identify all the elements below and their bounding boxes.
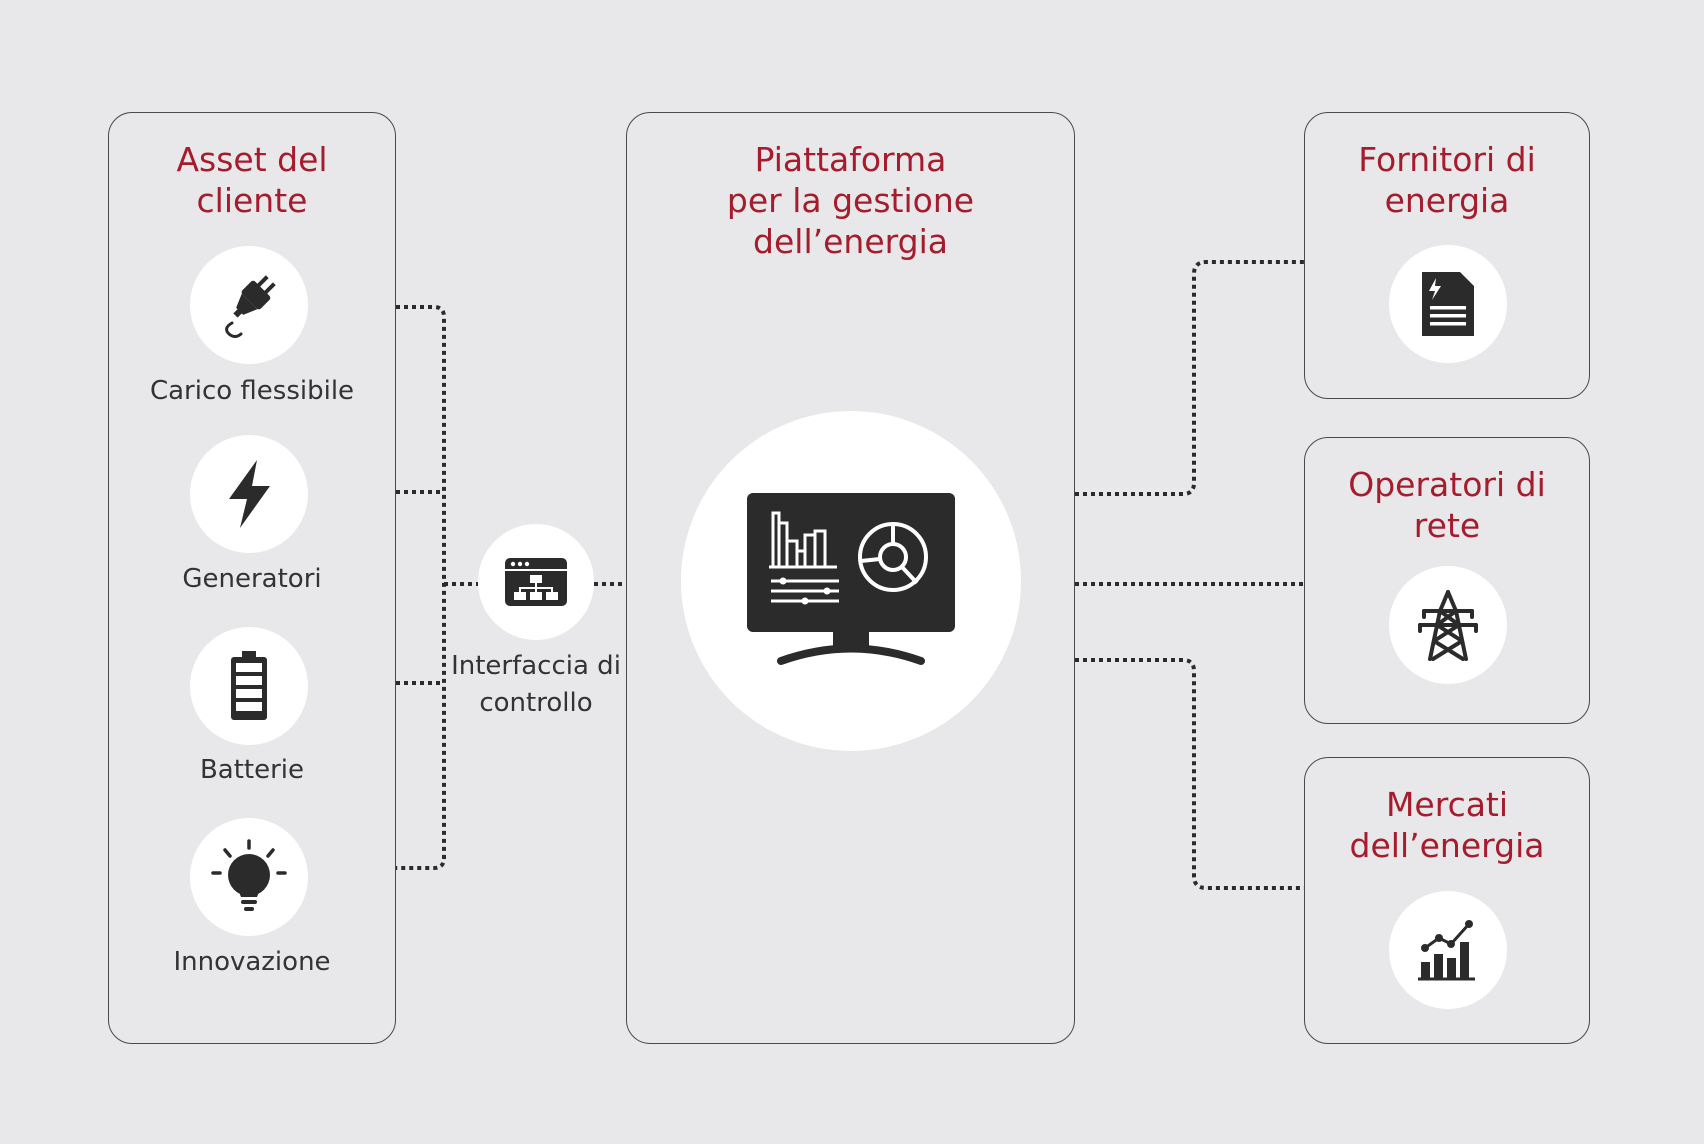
control-interface-label: Interfaccia di controllo <box>448 648 624 722</box>
energy-suppliers-title: Fornitori di energia <box>1305 139 1589 221</box>
grid-operators-panel: Operatori di rete <box>1304 437 1590 724</box>
energy-markets-title-line1: Mercati <box>1385 785 1509 824</box>
energy-markets-title: Mercati dell’energia <box>1305 784 1589 866</box>
energy-platform-title: Piattaforma per la gestione dell’energia <box>627 139 1074 262</box>
lightning-icon-circle <box>190 435 308 553</box>
generatori-label: Generatori <box>182 564 322 594</box>
lightbulb-icon-circle <box>190 818 308 936</box>
control-interface-label-line2: controllo <box>479 688 593 718</box>
control-interface-label-line1: Interfaccia di <box>451 651 621 681</box>
energy-suppliers-panel: Fornitori di energia <box>1304 112 1590 399</box>
battery-icon-circle <box>190 627 308 745</box>
connector-carico <box>396 305 446 870</box>
energy-markets-title-line2: dell’energia <box>1349 826 1545 865</box>
customer-assets-title: Asset del cliente <box>109 139 395 221</box>
sitemap-window-icon <box>505 558 567 606</box>
grid-operators-title-line1: Operatori di <box>1348 465 1546 504</box>
customer-assets-title-line1: Asset del <box>176 140 328 179</box>
innovazione-label: Innovazione <box>173 947 331 977</box>
batterie-label: Batterie <box>199 755 305 785</box>
lightbulb-icon <box>211 839 287 911</box>
energy-markets-icon-circle <box>1389 891 1507 1009</box>
customer-assets-panel: Asset del cliente Carico flessibile Gene… <box>108 112 396 1044</box>
battery-icon <box>231 651 267 720</box>
energy-platform-title-line1: Piattaforma <box>754 140 947 179</box>
plug-icon-circle <box>190 246 308 364</box>
connector-fornitori <box>1075 260 1304 496</box>
grid-operators-title: Operatori di rete <box>1305 464 1589 546</box>
energy-markets-panel: Mercati dell’energia <box>1304 757 1590 1044</box>
customer-assets-title-line2: cliente <box>196 181 308 220</box>
plug-icon <box>225 275 276 338</box>
platform-icon-circle <box>681 411 1021 751</box>
energy-suppliers-icon-circle <box>1389 245 1507 363</box>
control-interface-circle <box>478 524 594 640</box>
connector-mercati <box>1075 658 1304 890</box>
document-energy-icon <box>1422 272 1474 336</box>
carico-flessibile-label: Carico flessibile <box>149 376 355 406</box>
energy-suppliers-title-line1: Fornitori di <box>1358 140 1536 179</box>
market-chart-icon <box>1418 920 1475 981</box>
monitor-dashboard-icon <box>747 493 955 665</box>
energy-platform-panel: Piattaforma per la gestione dell’energia <box>626 112 1075 1044</box>
energy-platform-title-line2: per la gestione <box>726 181 975 220</box>
power-pylon-icon <box>1418 590 1478 661</box>
lightning-bolt-icon <box>229 460 270 528</box>
energy-platform-title-line3: dell’energia <box>753 222 948 261</box>
grid-operators-title-line2: rete <box>1413 506 1481 545</box>
grid-operators-icon-circle <box>1389 566 1507 684</box>
energy-suppliers-title-line2: energia <box>1384 181 1510 220</box>
